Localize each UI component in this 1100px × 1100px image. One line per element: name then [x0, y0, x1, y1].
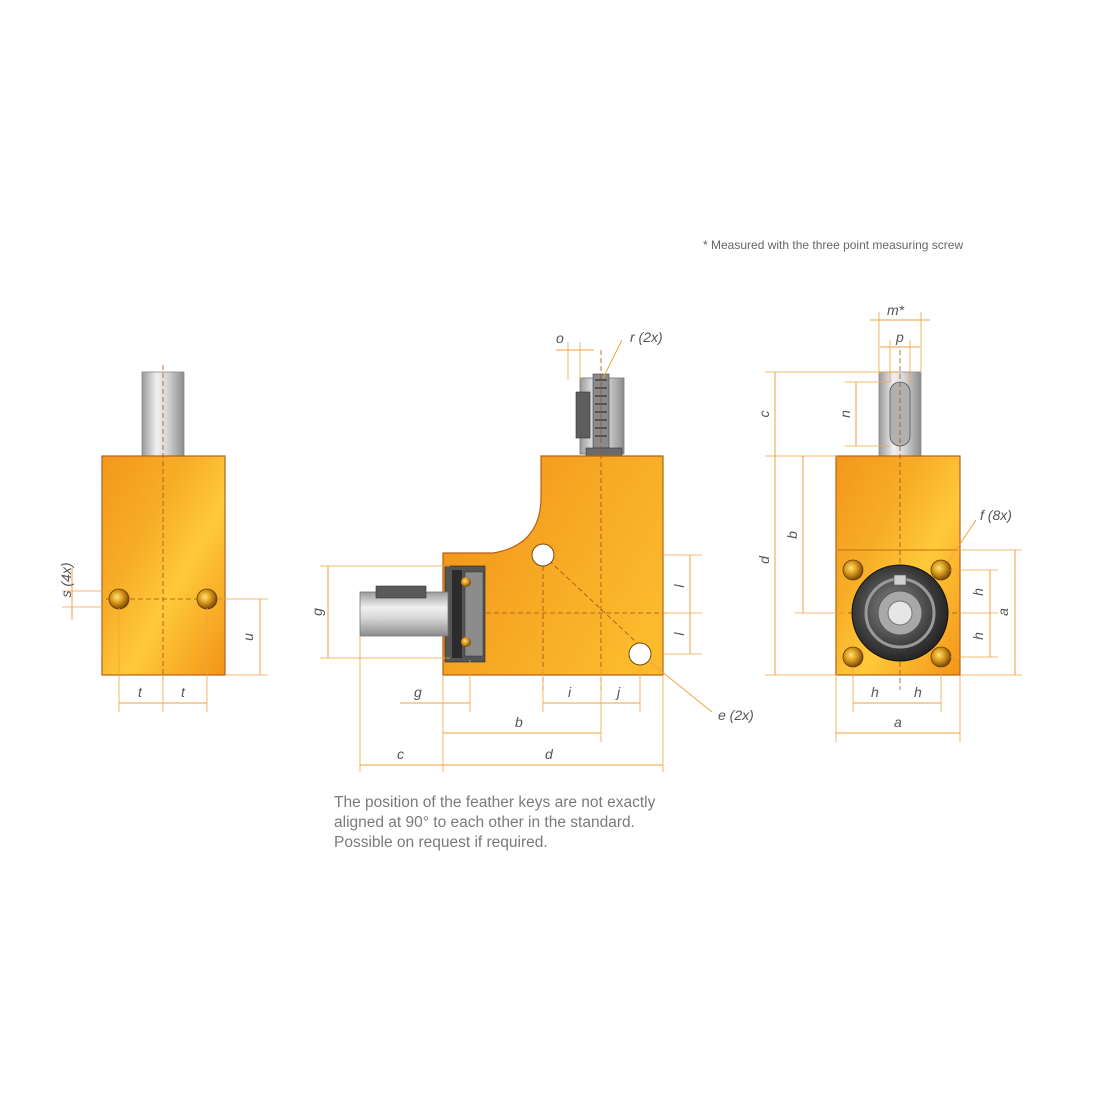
- dim-label-o: o: [556, 330, 564, 346]
- dim-label-c: c: [397, 746, 404, 762]
- dim-label-h-right: h: [914, 684, 922, 700]
- dim-label-f: f (8x): [980, 507, 1012, 523]
- left-view: s (4x) u t t: [58, 365, 268, 712]
- dim-label-a-vertical: a: [995, 608, 1011, 616]
- dim-label-j: j: [615, 684, 621, 700]
- right-view-screw-bottom-right: [930, 646, 952, 668]
- dim-label-d-right: d: [756, 555, 772, 564]
- dim-label-i: i: [568, 684, 572, 700]
- dim-label-l-upper: l: [671, 584, 687, 588]
- dim-label-u: u: [240, 633, 256, 641]
- dim-label-c-right: c: [756, 411, 772, 418]
- dim-label-d: d: [545, 746, 554, 762]
- middle-view-hole-lower: [628, 642, 652, 666]
- right-view-screw-bottom-left: [842, 646, 864, 668]
- feather-key-note-line-1: The position of the feather keys are not…: [334, 794, 656, 811]
- dim-label-p: p: [895, 329, 904, 345]
- feather-key-note-line-3: Possible on request if required.: [334, 834, 548, 851]
- middle-view-hole-upper: [531, 543, 555, 567]
- dim-label-t-left: t: [138, 684, 143, 700]
- dim-label-e: e (2x): [718, 707, 754, 723]
- measurement-footnote: * Measured with the three point measurin…: [703, 238, 964, 252]
- right-view-screw-top-left: [842, 559, 864, 581]
- dim-label-m: m*: [887, 302, 905, 318]
- dim-label-b: b: [515, 714, 523, 730]
- middle-view: o r (2x) g l l g i j e (2x) b: [309, 329, 754, 772]
- dim-label-b-right: b: [784, 531, 800, 539]
- left-view-screw-right: [196, 588, 218, 610]
- middle-view-side-shaft: [359, 591, 449, 637]
- dim-label-l-lower: l: [671, 632, 687, 636]
- dim-label-h-left: h: [871, 684, 879, 700]
- feather-key-note-line-2: aligned at 90° to each other in the stan…: [334, 814, 635, 831]
- dim-label-s: s (4x): [58, 563, 74, 598]
- right-view-screw-top-right: [930, 559, 952, 581]
- dim-label-g-vertical: g: [309, 608, 325, 616]
- dim-label-h-upper: h: [970, 588, 986, 596]
- feather-key-note: The position of the feather keys are not…: [334, 793, 754, 853]
- dim-label-a-horizontal: a: [894, 714, 902, 730]
- left-view-screw-left: [108, 588, 130, 610]
- dim-label-g-horizontal: g: [414, 684, 422, 700]
- dim-label-t-right: t: [181, 684, 186, 700]
- dim-label-r: r (2x): [630, 329, 663, 345]
- left-view-body: [101, 455, 226, 676]
- right-view: m* p c n b d f (8x) h h a: [756, 302, 1022, 742]
- dim-label-n: n: [837, 410, 853, 418]
- dim-label-h-lower: h: [970, 632, 986, 640]
